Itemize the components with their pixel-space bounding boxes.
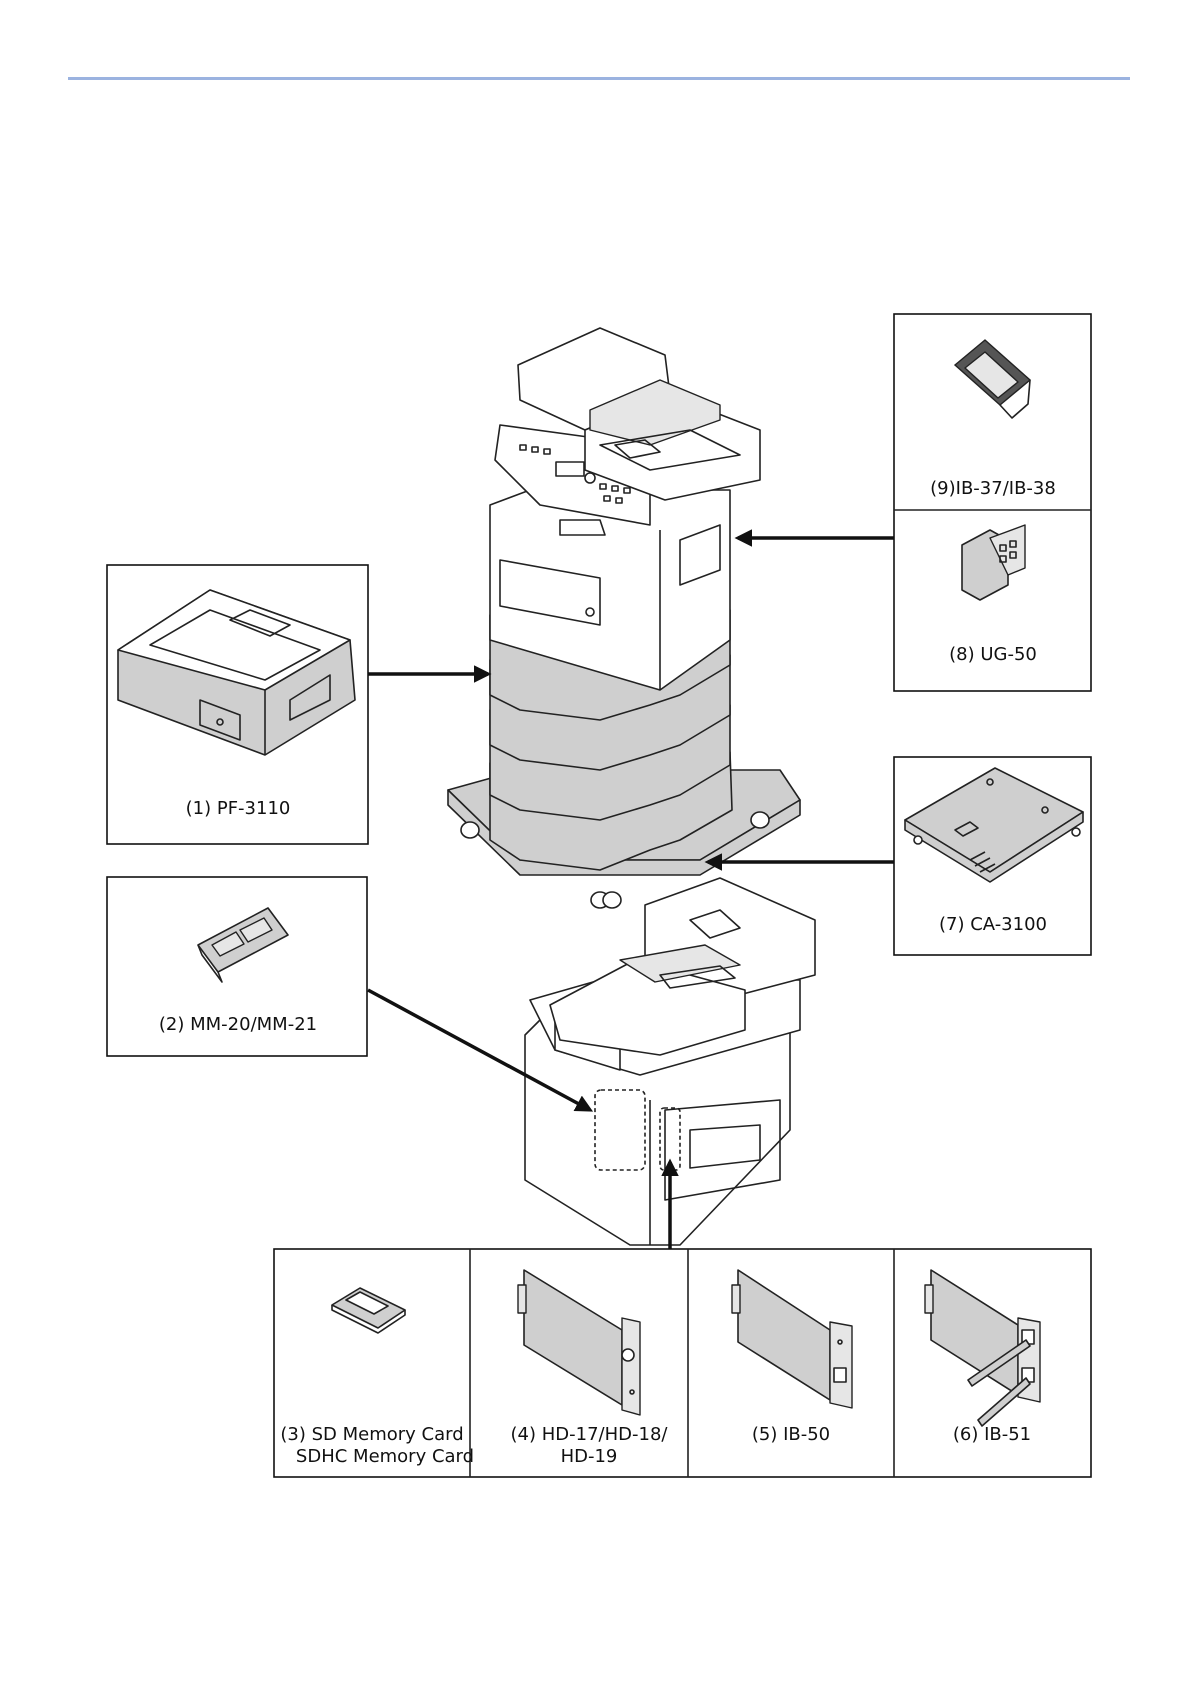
ca-3100-label: (7) CA-3100	[939, 914, 1047, 935]
sd-card-label-line1: (3) SD Memory Card	[280, 1424, 463, 1445]
machine-with-options-illustration	[448, 328, 800, 908]
hd-17-label-line2: HD-19	[561, 1446, 618, 1467]
ib-51-label: (6) IB-51	[953, 1424, 1031, 1445]
ib-37-label: (9)IB-37/IB-38	[930, 478, 1056, 499]
ib-50-label: (5) IB-50	[752, 1424, 830, 1445]
sd-card-label-line2: SDHC Memory Card	[296, 1446, 474, 1467]
pf-3110-label: (1) PF-3110	[186, 798, 291, 819]
hd-17-label-line1: (4) HD-17/HD-18/	[511, 1424, 669, 1445]
mm-20-label: (2) MM-20/MM-21	[159, 1014, 317, 1035]
ug-50-label: (8) UG-50	[949, 644, 1037, 665]
